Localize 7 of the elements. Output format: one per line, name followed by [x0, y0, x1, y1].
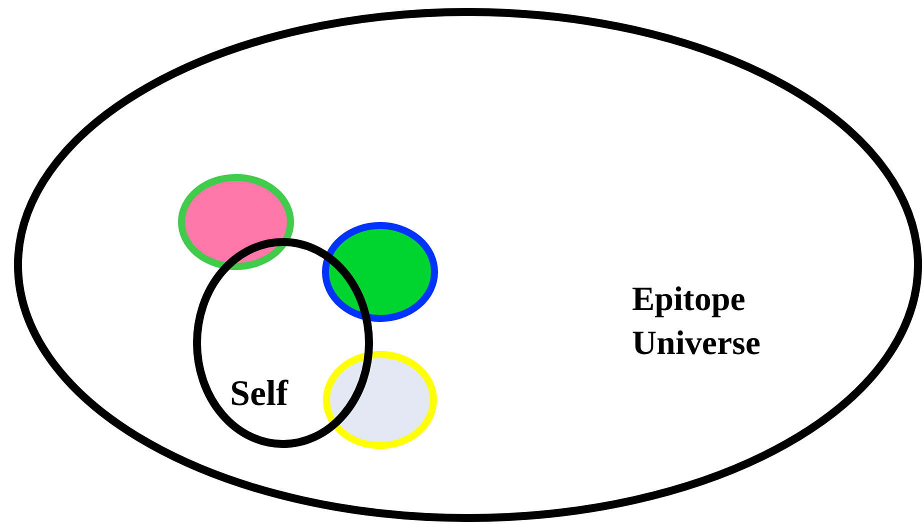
ellipse: [323, 351, 437, 449]
ellipse: [178, 174, 294, 270]
ellipse-label: Self: [230, 372, 290, 415]
self-ellipse: [193, 238, 373, 448]
universe-ellipse: [14, 8, 922, 522]
ellipse: [322, 222, 438, 322]
ellipse-label: Epitope Universe: [632, 280, 762, 364]
